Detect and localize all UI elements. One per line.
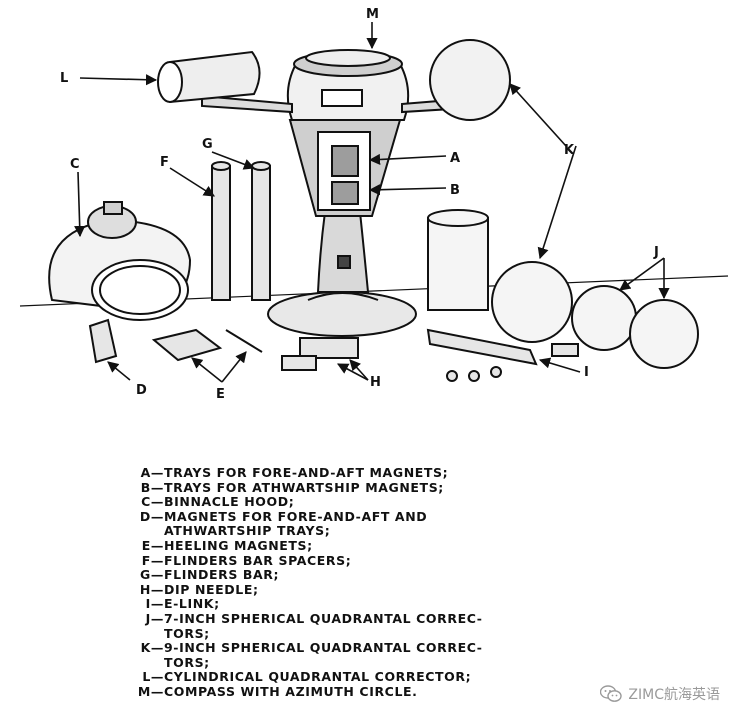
binnacle-pedestal [267,49,417,337]
legend-text: HEELING MAGNETS; [164,537,313,553]
callout-i: I [584,365,589,380]
wechat-icon [600,685,623,702]
legend-item-c: C—BINNACLE HOOD; [128,494,598,510]
legend-text: FLINDERS BAR SPACERS; [164,552,352,568]
legend-letter: D— [139,508,164,524]
legend-letter: F— [141,552,164,568]
legend-text: FLINDERS BAR; [164,567,280,583]
legend-letter: I— [145,596,164,612]
legend-letter: E— [141,537,164,553]
legend-item-i: I—E-LINK; [128,597,598,612]
legend-item-g: G—FLINDERS BAR; [128,567,598,583]
watermark-text: ZIMC航海英语 [628,687,720,703]
cylindrical-corrector [157,50,261,104]
binnacle-hood [48,201,192,321]
legend-letter: K— [140,640,164,656]
spheres [491,261,699,369]
watermark: ZIMC航海英语 [600,684,720,704]
callout-h: H [370,375,381,390]
legend-letter: H— [139,581,164,597]
callout-b: B [450,183,460,198]
legend: A—TRAYS FOR FORE-AND-AFT MAGNETS; B—TRAY… [128,465,598,700]
legend-item-h: H—DIP NEEDLE; [128,581,598,598]
cylinder-corrector [427,209,489,311]
callout-d: D [136,383,147,398]
callout-labels: M L G F C A B K J D E H I [60,7,659,402]
callout-a: A [450,151,460,166]
legend-item-k: K—9-INCH SPHERICAL QUADRANTAL CORREC- TO… [128,640,598,670]
legend-letter: C— [141,494,164,510]
legend-item-e: E—HEELING MAGNETS; [128,537,598,554]
legend-text: TRAYS FOR ATHWARTSHIP MAGNETS; [164,479,444,495]
legend-item-b: B—TRAYS FOR ATHWARTSHIP MAGNETS; [128,479,598,496]
callout-j: J [653,245,659,260]
callout-k: K [564,143,575,158]
legend-item-l: L—CYLINDRICAL QUADRANTAL CORRECTOR; [128,670,598,685]
legend-text: COMPASS WITH AZIMUTH CIRCLE. [164,683,418,699]
legend-text: BINNACLE HOOD; [164,494,295,510]
legend-text: E-LINK; [164,596,220,612]
legend-letter: G— [140,567,164,583]
small-parts [88,318,579,382]
legend-text: TRAYS FOR FORE-AND-AFT MAGNETS; [164,465,449,480]
legend-text: CYLINDRICAL QUADRANTAL CORRECTOR; [164,669,472,685]
callout-e: E [216,387,225,402]
leader-lines [74,22,670,383]
sphere-on-arm [429,39,511,121]
binnacle-diagram: M L G F C A B K J D E H I [19,7,729,402]
legend-letter: M— [137,683,164,699]
flinders-bars [211,161,271,301]
legend-letter: L— [142,669,164,685]
legend-text: 9-INCH SPHERICAL QUADRANTAL CORREC- TORS… [164,640,483,670]
legend-item-a: A—TRAYS FOR FORE-AND-AFT MAGNETS; [128,465,598,481]
callout-l: L [60,71,68,86]
legend-text: 7-INCH SPHERICAL QUADRANTAL CORREC- TORS… [164,610,483,641]
legend-text: DIP NEEDLE; [164,581,259,597]
legend-text: MAGNETS FOR FORE-AND-AFT AND ATHWARTSHIP… [164,508,428,539]
legend-item-m: M—COMPASS WITH AZIMUTH CIRCLE. [128,683,598,700]
callout-f: F [160,155,169,170]
legend-letter: B— [140,479,164,495]
legend-letter: J— [145,610,164,626]
callout-c: C [70,157,80,172]
legend-letter: A— [140,465,164,480]
callout-m: M [366,7,379,22]
callout-g: G [202,137,213,152]
legend-item-f: F—FLINDERS BAR SPACERS; [128,552,598,569]
legend-item-j: J—7-INCH SPHERICAL QUADRANTAL CORREC- TO… [128,610,598,641]
legend-item-d: D—MAGNETS FOR FORE-AND-AFT AND ATHWARTSH… [128,508,598,539]
